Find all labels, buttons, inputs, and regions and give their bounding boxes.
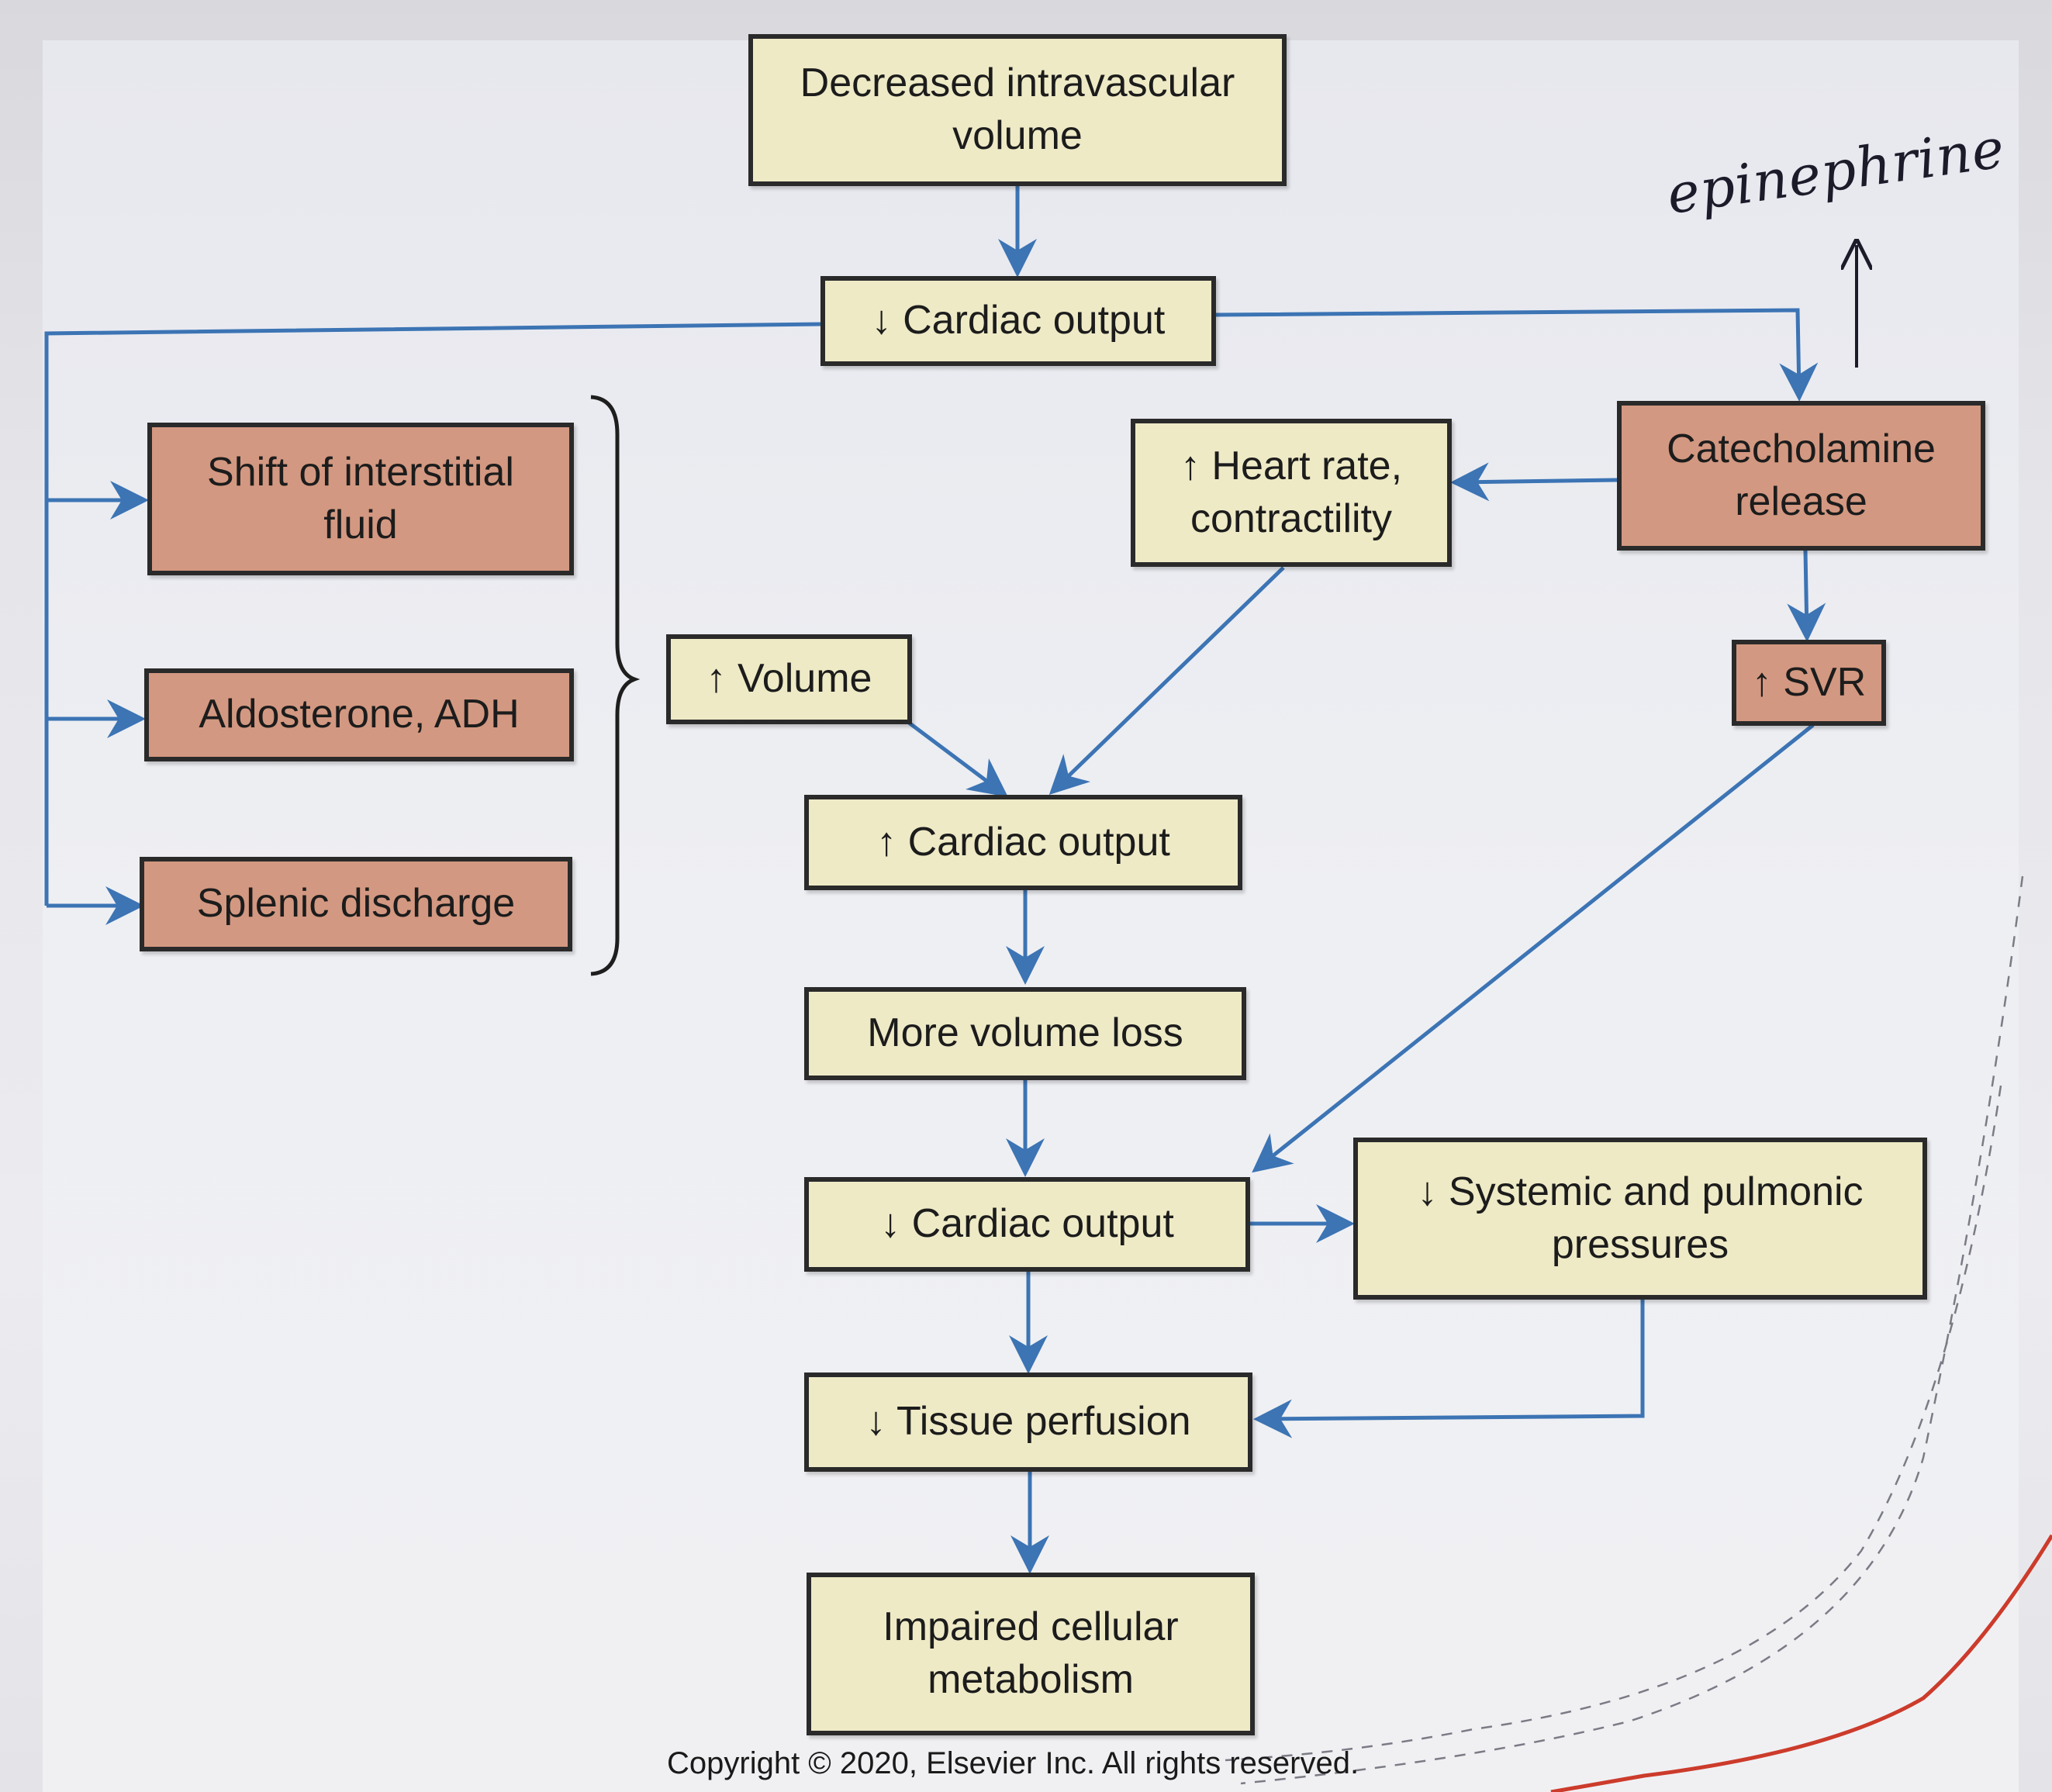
arrow-catecholamine-to-heart-rate [1450, 462, 1618, 502]
shift-interstitial-box: Shift of interstitial fluid [147, 423, 574, 575]
arrow-svr-to-cardiac-output [1252, 723, 1815, 1173]
catecholamine-box: Catecholamine release [1617, 401, 1985, 551]
aldosterone-box: Aldosterone, ADH [144, 668, 574, 761]
arrow-pressures-to-tissue [1253, 1300, 1645, 1438]
cardiac-output-up-box: ↑ Cardiac output [804, 795, 1242, 890]
catecholamine-label: Catecholamine release [1667, 426, 1936, 524]
arrow-cardiac-output-to-catecholamine [1214, 308, 1819, 402]
cardiac-output-down-label: ↓ Cardiac output [871, 298, 1166, 344]
dashed-decoration [1225, 875, 2024, 1785]
cardiac-output-down-box: ↓ Cardiac output [820, 276, 1216, 366]
arrow-volume-up-to-cardiac-output [907, 721, 1008, 797]
arrow-cardiac-output-to-left-bus [44, 322, 821, 906]
heart-rate-label: ↑ Heart rate, contractility [1180, 443, 1403, 541]
more-volume-loss-box: More volume loss [804, 987, 1246, 1080]
systemic-pressures-box: ↓ Systemic and pulmonic pressures [1353, 1138, 1927, 1300]
impaired-metabolism-label: Impaired cellular metabolism [883, 1604, 1179, 1702]
cardiac-output-down-2-label: ↓ Cardiac output [880, 1201, 1174, 1247]
arrow-catecholamine-to-svr [1787, 550, 1826, 642]
curly-brace [590, 395, 641, 976]
volume-up-box: ↑ Volume [666, 634, 912, 724]
copyright-notice: Copyright © 2020, Elsevier Inc. All righ… [667, 1746, 1359, 1780]
systemic-pressures-label: ↓ Systemic and pulmonic pressures [1417, 1169, 1864, 1267]
impaired-metabolism-box: Impaired cellular metabolism [807, 1573, 1255, 1735]
splenic-discharge-label: Splenic discharge [196, 881, 516, 927]
cardiac-output-down-2-box: ↓ Cardiac output [804, 1177, 1250, 1272]
svr-up-label: ↑ SVR [1751, 659, 1867, 705]
tissue-perfusion-box: ↓ Tissue perfusion [804, 1372, 1252, 1472]
shift-interstitial-label: Shift of interstitial fluid [207, 449, 514, 547]
heart-rate-box: ↑ Heart rate, contractility [1131, 419, 1452, 567]
arrow-heart-rate-to-cardiac-output [1048, 566, 1285, 795]
svr-up-box: ↑ SVR [1732, 640, 1886, 726]
decreased-volume-label: Decreased intravascular volume [800, 60, 1235, 158]
splenic-discharge-box: Splenic discharge [140, 857, 572, 951]
cardiac-output-up-label: ↑ Cardiac output [876, 819, 1170, 865]
aldosterone-label: Aldosterone, ADH [199, 692, 520, 737]
decreased-volume-box: Decreased intravascular volume [748, 34, 1287, 186]
more-volume-loss-label: More volume loss [867, 1010, 1183, 1056]
volume-up-label: ↑ Volume [706, 656, 872, 702]
red-stroke [1550, 1534, 2052, 1792]
tissue-perfusion-label: ↓ Tissue perfusion [865, 1399, 1191, 1445]
